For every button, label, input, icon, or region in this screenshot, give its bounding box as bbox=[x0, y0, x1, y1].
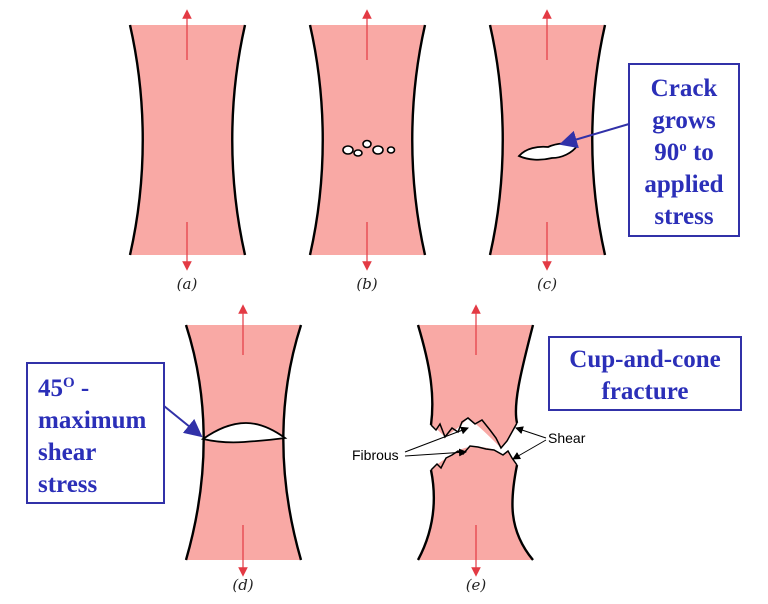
shear-callout-pointer bbox=[163, 405, 203, 438]
void-1 bbox=[342, 145, 354, 155]
microvoids bbox=[342, 139, 396, 157]
void-2 bbox=[353, 149, 363, 157]
void-4 bbox=[372, 145, 384, 155]
shear-callout-box bbox=[26, 362, 165, 504]
cupcone-callout: Cup-and-cone fracture bbox=[548, 336, 742, 411]
crack-callout-line-5: stress bbox=[654, 203, 714, 230]
fibrous-pointer-1 bbox=[404, 426, 469, 453]
specimen-e-lower-fracture-surface bbox=[430, 445, 518, 471]
panel-label-e: (e) bbox=[466, 576, 487, 594]
crack-callout: Crack grows 90o to applied stress bbox=[559, 63, 740, 237]
void-3 bbox=[362, 139, 372, 149]
fibrous-pointer-2 bbox=[404, 448, 467, 457]
specimen-c-right-edge bbox=[591, 24, 607, 256]
specimen-e-upper bbox=[418, 325, 533, 448]
cupcone-callout-box bbox=[548, 336, 742, 411]
crack-callout-line-1: Crack bbox=[651, 75, 718, 102]
panel-a: (a) bbox=[128, 9, 247, 293]
shear-callout-line-4: stress bbox=[38, 471, 98, 498]
crack-callout-box bbox=[628, 63, 740, 237]
specimen-c-left-edge bbox=[488, 24, 504, 256]
specimen-e-upper-left-edge bbox=[416, 324, 434, 426]
specimen-a-left-edge bbox=[128, 24, 144, 256]
shear-callout-line-1: 45O - bbox=[38, 375, 89, 402]
panel-d: (d) bbox=[184, 304, 303, 594]
panel-label-a: (a) bbox=[177, 275, 198, 293]
shear-callout-line-2: maximum bbox=[38, 407, 147, 434]
panel-label-c: (c) bbox=[537, 275, 557, 293]
cupcone-callout-line-1: Cup-and-cone bbox=[569, 346, 720, 373]
shear-callout-line-3: shear bbox=[38, 439, 96, 466]
crack-d bbox=[200, 422, 288, 444]
crack-callout-line-2: grows bbox=[652, 107, 716, 134]
specimen-e-lower-right-edge bbox=[511, 464, 534, 561]
shear-pointer-2 bbox=[512, 439, 547, 460]
crack-callout-pointer bbox=[559, 123, 630, 149]
cupcone-callout-line-2: fracture bbox=[602, 378, 689, 405]
specimen-a bbox=[130, 25, 245, 255]
shear-pointer-1 bbox=[515, 426, 547, 439]
specimen-b-right-edge bbox=[411, 24, 427, 256]
fibrous-label: Fibrous bbox=[352, 447, 399, 463]
panel-c: (c) bbox=[488, 9, 607, 293]
specimen-e-upper-fracture-surface bbox=[430, 417, 518, 450]
specimen-d-left-edge bbox=[184, 324, 205, 561]
shear-label: Shear bbox=[548, 430, 586, 446]
void-5 bbox=[386, 146, 396, 154]
specimen-b-left-edge bbox=[308, 24, 324, 256]
panel-b: (b) bbox=[308, 9, 427, 293]
shear-callout: 45O - maximum shear stress bbox=[26, 362, 203, 504]
specimen-e-lower-left-edge bbox=[416, 469, 436, 561]
specimen-a-right-edge bbox=[231, 24, 247, 256]
specimen-e-lower bbox=[418, 446, 533, 560]
crack-callout-line-4: applied bbox=[644, 171, 723, 198]
specimen-e-upper-right-edge bbox=[514, 324, 535, 424]
crack-callout-line-3: 90o to bbox=[654, 139, 714, 166]
panel-e: Fibrous Shear (e) bbox=[352, 304, 586, 594]
panel-label-b: (b) bbox=[356, 275, 377, 293]
panel-label-d: (d) bbox=[232, 576, 253, 594]
specimen-c bbox=[490, 25, 605, 255]
specimen-d-right-edge bbox=[282, 324, 303, 561]
